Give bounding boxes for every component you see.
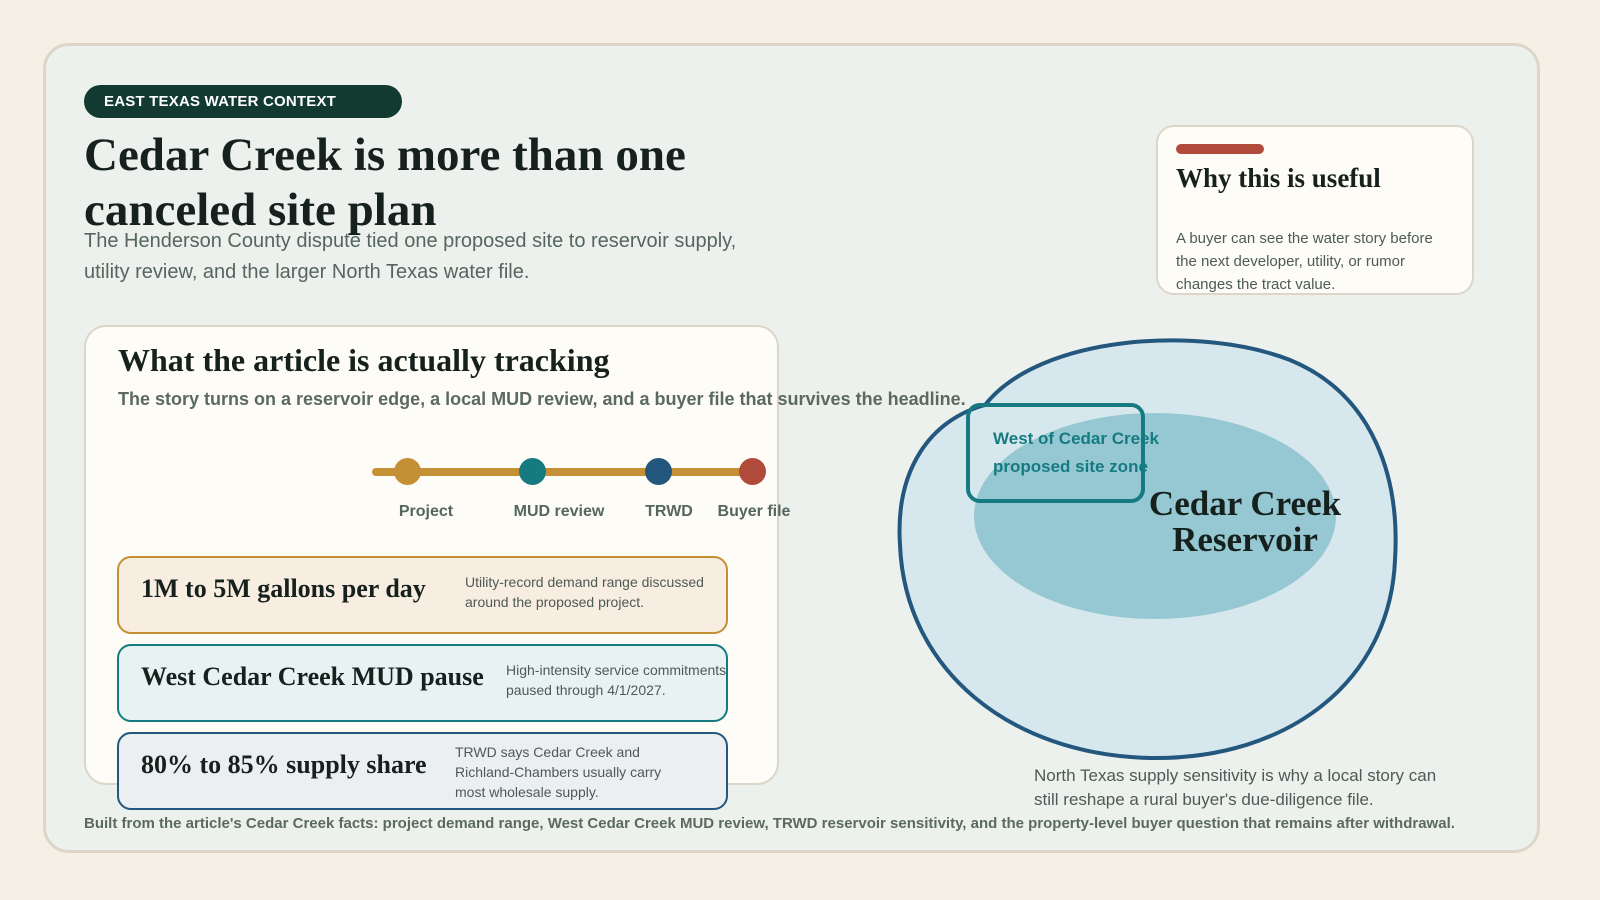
timeline-label-mud-review: MUD review bbox=[513, 503, 605, 520]
reservoir-label-line1: Cedar Creek bbox=[1148, 484, 1342, 523]
site-zone-label: West of Cedar Creek proposed site zone bbox=[993, 425, 1159, 481]
stat-note-text: High-intensity service commitments pause… bbox=[506, 662, 727, 698]
stat-demand-range: 1M to 5M gallons per day Utility-record … bbox=[117, 556, 728, 634]
timeline-label-buyer-file: Buyer file bbox=[717, 503, 791, 520]
footer-note: Built from the article's Cedar Creek fac… bbox=[84, 815, 1455, 832]
context-badge: EAST TEXAS WATER CONTEXT bbox=[84, 85, 402, 118]
tracking-subtitle: The story turns on a reservoir edge, a l… bbox=[118, 389, 966, 409]
reservoir-label-line2: Reservoir bbox=[1172, 520, 1318, 559]
timeline-label-project: Project bbox=[398, 503, 454, 520]
site-zone-label-line1: West of Cedar Creek bbox=[993, 429, 1159, 448]
page-title: Cedar Creek is more than one canceled si… bbox=[84, 129, 686, 236]
why-useful-body: A buyer can see the water story before t… bbox=[1176, 230, 1433, 293]
tracking-title: What the article is actually tracking bbox=[118, 342, 610, 378]
why-useful-card: Why this is useful A buyer can see the w… bbox=[1156, 125, 1474, 295]
timeline-dot-project bbox=[394, 458, 421, 485]
timeline-label-trwd: TRWD bbox=[645, 503, 693, 520]
accent-bar bbox=[1176, 144, 1264, 154]
page-subtitle: The Henderson County dispute tied one pr… bbox=[84, 230, 737, 283]
map-caption: North Texas supply sensitivity is why a … bbox=[1034, 766, 1437, 809]
why-useful-title: Why this is useful bbox=[1176, 163, 1381, 193]
stat-value: 1M to 5M gallons per day bbox=[141, 574, 426, 603]
stat-note: TRWD says Cedar Creek and Richland-Chamb… bbox=[455, 744, 662, 800]
timeline-line bbox=[372, 468, 752, 476]
stat-mud-pause: West Cedar Creek MUD pause High-intensit… bbox=[117, 644, 728, 722]
stat-value: West Cedar Creek MUD pause bbox=[141, 662, 484, 691]
site-zone-label-line2: proposed site zone bbox=[993, 457, 1148, 476]
stat-note: Utility-record demand range discussed ar… bbox=[465, 574, 704, 610]
stat-value: 80% to 85% supply share bbox=[141, 750, 427, 779]
timeline-dot-buyer-file bbox=[739, 458, 766, 485]
timeline-dot-trwd bbox=[645, 458, 672, 485]
reservoir-water bbox=[974, 413, 1336, 619]
proposed-site-zone bbox=[966, 403, 1145, 503]
reservoir-label: Cedar Creek Reservoir bbox=[1130, 486, 1360, 558]
stat-note: High-intensity service commitments pause… bbox=[506, 660, 746, 700]
stat-supply-share: 80% to 85% supply share TRWD says Cedar … bbox=[117, 732, 728, 810]
timeline-dot-mud-review bbox=[519, 458, 546, 485]
